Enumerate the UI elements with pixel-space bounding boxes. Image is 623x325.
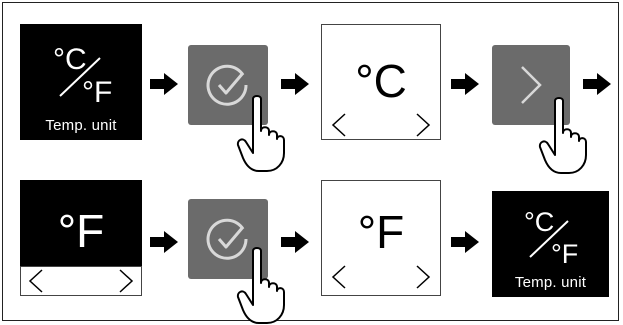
chevron-right-icon [521, 66, 542, 104]
chevron-right-icon[interactable] [416, 265, 431, 289]
arrow-right-icon [150, 231, 178, 253]
arrow-right-icon [281, 73, 309, 95]
chevron-left-icon[interactable] [331, 265, 346, 289]
svg-text:°F: °F [551, 239, 578, 269]
svg-text:°C: °C [524, 207, 554, 237]
temp-unit-label: Temp. unit [45, 117, 117, 134]
nav-bar [20, 266, 142, 296]
celsius-value: °C [355, 55, 407, 107]
fahrenheit-display-tile: °F [321, 180, 441, 296]
arrow-right-icon [150, 73, 178, 95]
chevron-right-icon[interactable] [119, 269, 134, 293]
checkmark-circle-icon [206, 218, 248, 260]
svg-text:°C: °C [53, 43, 87, 76]
fahrenheit-value: °F [357, 206, 405, 258]
chevron-left-icon[interactable] [331, 113, 346, 137]
chevron-left-icon[interactable] [28, 269, 43, 293]
arrow-right-icon [281, 231, 309, 253]
fahrenheit-value: °F [57, 205, 105, 257]
pointing-hand-icon [236, 247, 285, 324]
chevron-right-icon[interactable] [416, 113, 431, 137]
celsius-fahrenheit-icon: °C °F [53, 43, 112, 109]
arrow-right-icon [451, 231, 479, 253]
svg-text:°F: °F [82, 76, 112, 109]
fahrenheit-selected-tile: °F [20, 180, 142, 296]
temp-unit-tile-start[interactable]: °C °F Temp. unit [20, 24, 142, 140]
temp-unit-label: Temp. unit [514, 274, 587, 291]
pointing-hand-icon [236, 95, 285, 172]
arrow-right-icon [583, 73, 611, 95]
arrow-right-icon [451, 73, 479, 95]
celsius-display-tile: °C [321, 24, 441, 140]
pointing-hand-icon [538, 97, 587, 174]
celsius-fahrenheit-icon: °C °F [524, 207, 578, 269]
temp-unit-tile-end[interactable]: °C °F Temp. unit [492, 191, 609, 297]
checkmark-circle-icon [206, 64, 248, 106]
